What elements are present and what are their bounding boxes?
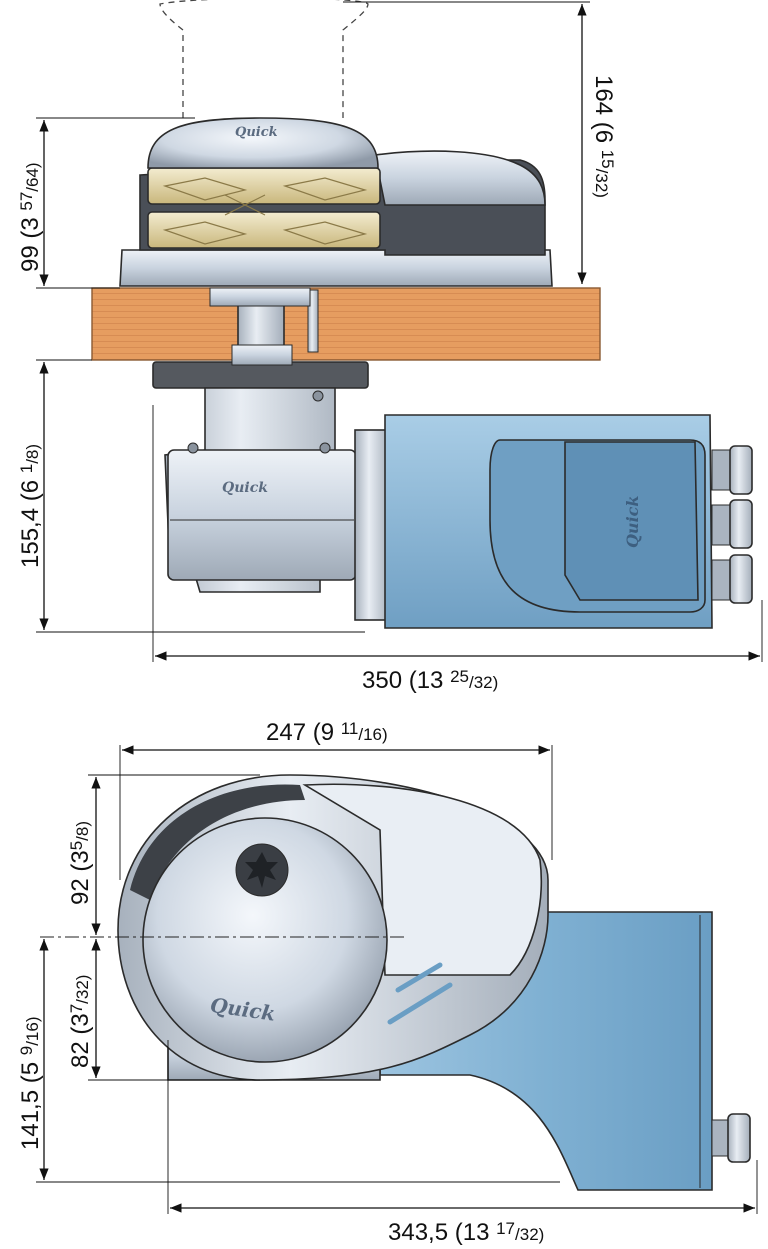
dim-label-width-top: 247 (9 [266,719,341,746]
svg-text:92 (35/8): 92 (35/8) [67,821,94,905]
dimension-height-above-deck: 99 (3 57/64) [17,117,195,289]
svg-text:343,5 (13 17/32): 343,5 (13 17/32) [388,1219,544,1246]
svg-text:247 (9 11/16): 247 (9 11/16) [266,719,388,746]
cable-gland-top [711,1113,751,1163]
dimension-lower-offset: 82 (37/32) [67,939,260,1081]
gearbox-side [167,449,357,581]
side-view: Quick Quick Quick [17,0,763,694]
dimension-height-top: 164 (6 15/32) [343,1,617,284]
brand-logo-gearbox: Quick [222,480,268,496]
dimension-overall-length-top: 343,5 (13 17/32) [167,1040,758,1246]
deck-plank [91,287,601,361]
chain-pipe-hood [374,150,546,206]
shaft-collar [209,287,311,307]
capstan-option-outline [159,0,369,118]
dim-label-overall-length-side: 350 (13 [362,667,450,694]
gypsy-lower [147,211,381,249]
brand-logo-top: Quick [235,125,278,140]
gearbox-bolt [319,442,331,454]
flange-neck [231,344,293,366]
top-view: Quick 247 (9 11/16) 92 (35/8) [17,719,758,1246]
dim-label-overall-length-top: 343,5 (13 [388,1219,496,1246]
svg-text:155,4 (6 1/8): 155,4 (6 1/8) [17,444,44,568]
chain-pipe-top [302,783,543,976]
dim-label-height-above-deck: 99 (3 [17,211,44,272]
gearbox-flange [152,361,369,389]
dim-label-height-top: 164 (6 [590,75,617,150]
motor-end-plate [354,429,391,621]
dim-label-upper-offset: 92 (3 [67,850,94,905]
dimension-overall-depth: 141,5 (5 9/16) [17,939,560,1183]
dim-label-overall-depth: 141,5 (5 [17,1055,44,1150]
dark-rim-top [130,784,305,900]
dimension-overall-length-side: 350 (13 25/32) [152,405,763,694]
drum-top-view [142,817,388,1063]
dimension-width-top: 247 (9 11/16) [119,719,553,880]
dim-label-height-below-deck: 155,4 (6 [17,473,44,568]
svg-text:350 (13 25/32): 350 (13 25/32) [362,667,498,694]
svg-text:141,5 (5 9/16): 141,5 (5 9/16) [17,1017,44,1151]
cable-glands [711,445,753,604]
dimension-height-below-deck: 155,4 (6 1/8) [17,359,365,633]
gearbox-bolt [187,442,199,454]
gearbox-bolt [312,390,324,402]
brand-logo-motor: Quick [623,496,642,548]
chain-guide-slots [387,962,453,1025]
svg-text:82 (37/32): 82 (37/32) [67,975,94,1068]
motor-junction-box [564,441,699,601]
dimension-upper-offset: 92 (35/8) [67,774,260,935]
drum-socket-star [245,852,278,888]
svg-text:164 (6 15/32): 164 (6 15/32) [590,75,617,198]
dim-label-lower-offset: 82 (3 [67,1013,94,1068]
gypsy-upper [147,167,381,205]
svg-text:99 (3 57/64): 99 (3 57/64) [17,162,44,272]
stud-bolt [307,289,319,353]
drum-top [147,117,379,169]
gypsy-teeth [162,177,368,245]
